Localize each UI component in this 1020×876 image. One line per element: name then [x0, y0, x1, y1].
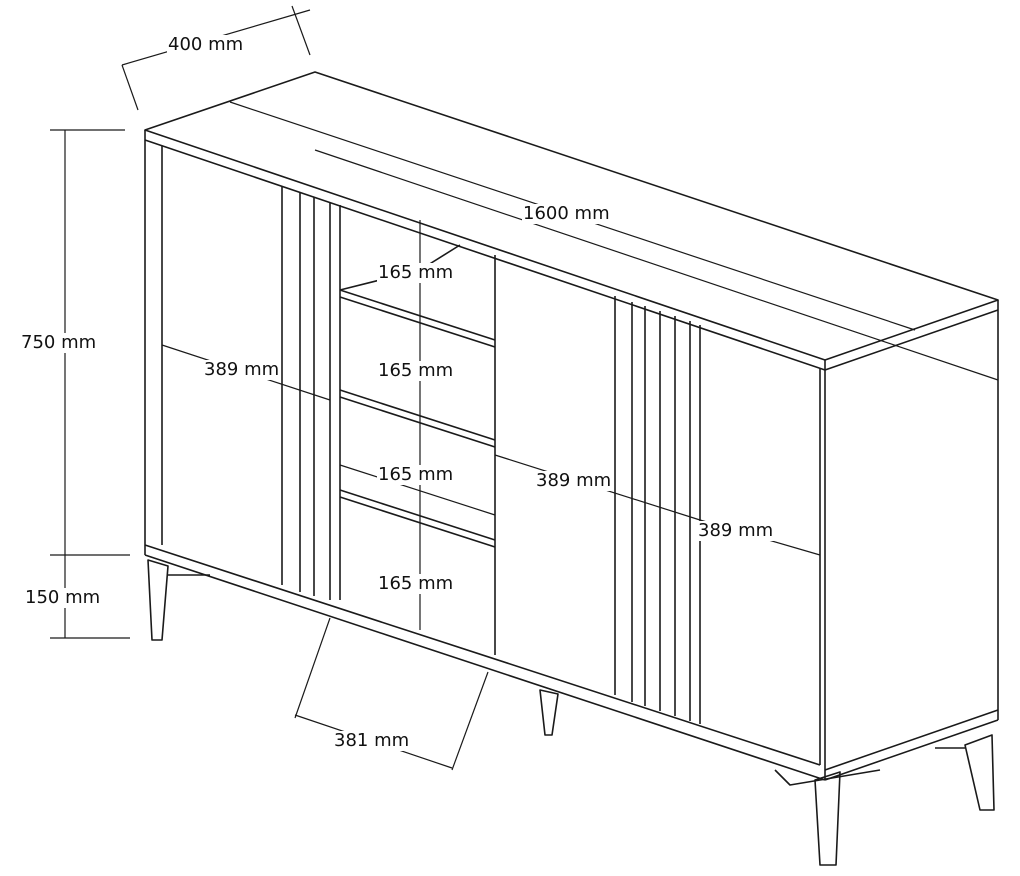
- height-label: 750 mm: [20, 332, 98, 353]
- middle-door-label: 389 mm: [535, 470, 613, 491]
- leg-height-label: 150 mm: [24, 587, 102, 608]
- dimension-lines: [50, 5, 999, 771]
- width-label: 1600 mm: [522, 203, 611, 224]
- right-door-label: 389 mm: [697, 520, 775, 541]
- shelf-2-label: 165 mm: [377, 360, 455, 381]
- shelf-4-label: 165 mm: [377, 573, 455, 594]
- depth-label: 400 mm: [167, 34, 245, 55]
- cabinet-body: [144, 140, 999, 781]
- middle-door: [614, 296, 701, 724]
- shelf-3-label: 165 mm: [377, 464, 455, 485]
- left-door: [281, 186, 341, 600]
- left-door-label: 389 mm: [203, 359, 281, 380]
- legs: [147, 559, 995, 866]
- shelf-1-label: 165 mm: [377, 262, 455, 283]
- open-section-label: 381 mm: [333, 730, 411, 751]
